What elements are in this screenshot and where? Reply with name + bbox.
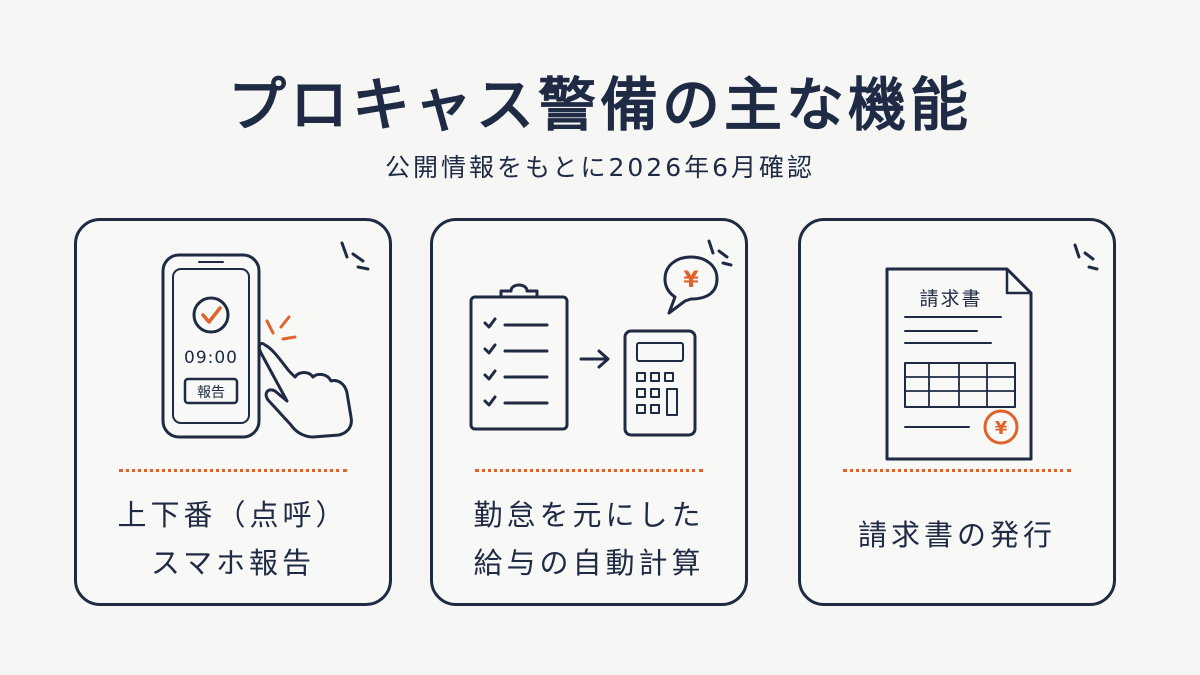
- card-divider: [843, 469, 1071, 472]
- feature-label-line1: 勤怠を元にした: [473, 498, 705, 532]
- invoice-doc-title: 請求書: [919, 288, 982, 310]
- feature-card-invoice: 請求書 ¥ 請求書の発行: [798, 218, 1116, 606]
- check-circle-icon: [192, 296, 230, 334]
- clipboard-icon: [469, 295, 569, 431]
- feature-label-line2: 給与の自動計算: [473, 546, 705, 580]
- sparkle-icon: [340, 241, 370, 271]
- tap-sparkle-icon: [265, 315, 297, 341]
- card-divider: [119, 469, 347, 472]
- page-title: プロキャス警備の主な機能: [227, 71, 972, 139]
- feature-label-line1: 上下番（点呼）: [117, 498, 349, 532]
- speech-bubble-icon: [663, 255, 719, 315]
- invoice-illustration: 請求書 ¥: [885, 243, 1099, 461]
- card-divider: [475, 469, 703, 472]
- phone-report-button: [183, 377, 239, 405]
- feature-label-line2: スマホ報告: [150, 546, 316, 580]
- feature-label: 請求書の発行: [811, 511, 1103, 559]
- arrow-right-icon: [579, 349, 610, 369]
- phone-time: 09:00: [184, 348, 238, 368]
- yen-stamp-symbol: ¥: [995, 418, 1008, 439]
- sparkle-icon: [707, 239, 733, 267]
- page-subtitle: 公開情報をもとに2026年6月確認: [384, 153, 816, 182]
- document-icon: [885, 267, 1033, 461]
- sparkle-icon: [1073, 243, 1099, 271]
- payroll-illustration: ¥: [469, 239, 733, 437]
- pointing-hand-icon: [257, 341, 353, 439]
- feature-card-payroll: ¥ 勤怠を元にした 給与の自動計算: [430, 218, 748, 606]
- phone-icon: [161, 253, 261, 439]
- feature-card-smartphone-report: 09:00 報告 上下番（点呼） スマホ報告: [74, 218, 392, 606]
- calculator-icon: [623, 329, 697, 437]
- feature-label: 勤怠を元にした 給与の自動計算: [443, 491, 735, 587]
- phone-report-label: 報告: [197, 385, 225, 401]
- feature-label-line1: 請求書の発行: [857, 518, 1056, 552]
- feature-label: 上下番（点呼） スマホ報告: [87, 491, 379, 587]
- yen-stamp-icon: [983, 409, 1019, 445]
- yen-icon: ¥: [683, 268, 699, 293]
- smartphone-report-illustration: 09:00 報告: [161, 241, 370, 439]
